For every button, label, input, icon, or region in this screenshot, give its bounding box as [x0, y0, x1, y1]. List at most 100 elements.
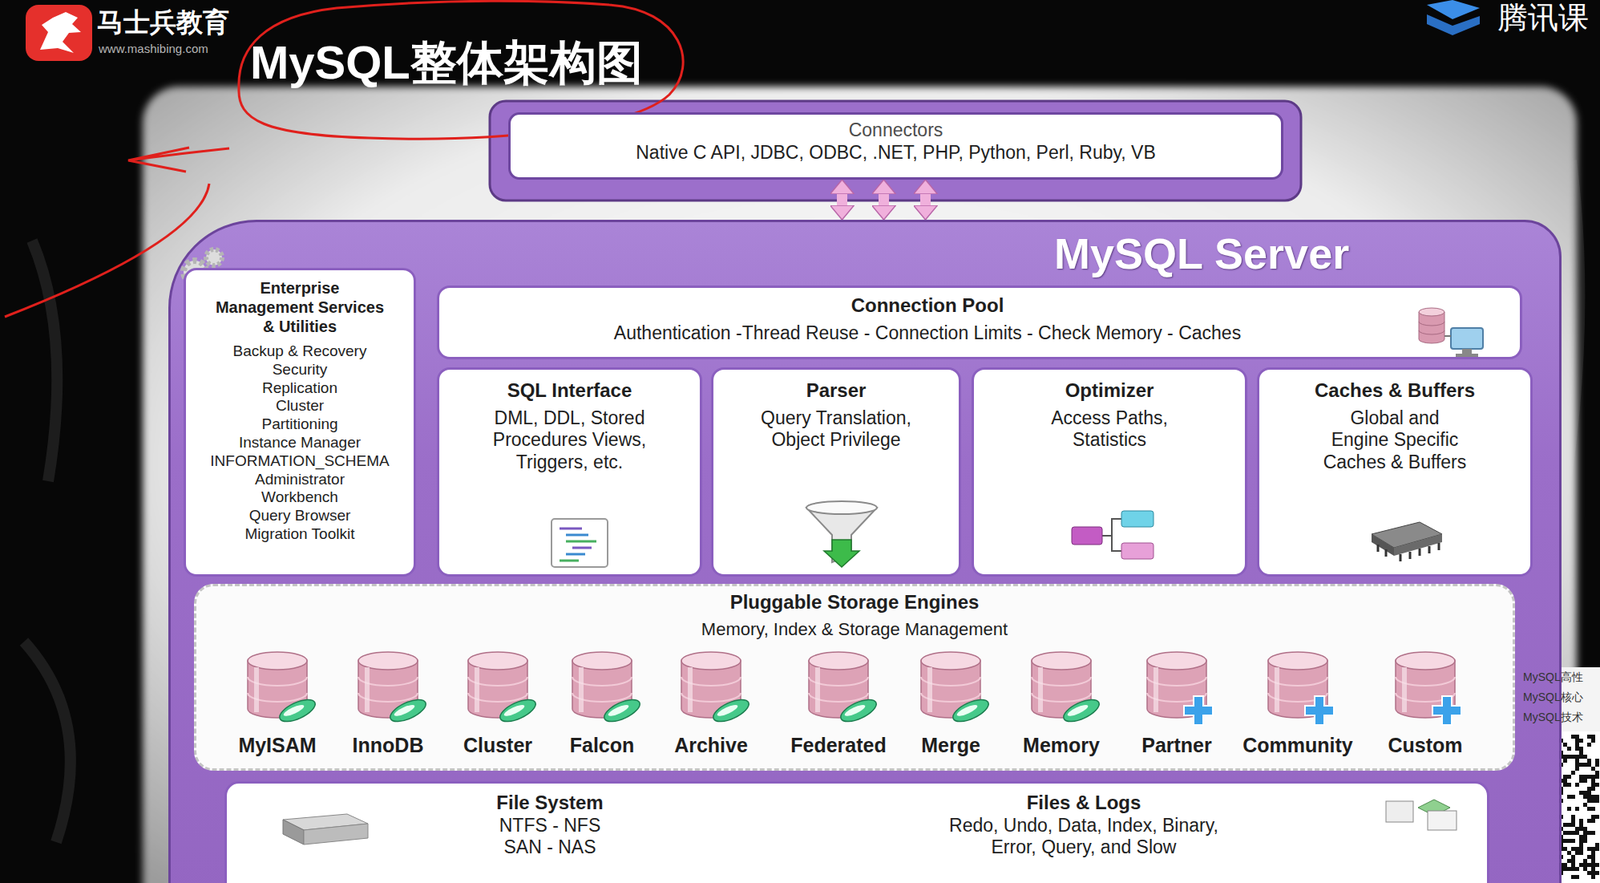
module-box: OptimizerAccess Paths, Statistics	[971, 367, 1248, 577]
qr-module	[1587, 830, 1592, 835]
decor-path	[1418, 311, 1445, 344]
decor-path	[808, 660, 869, 718]
box-heading: Caches & Buffers	[1314, 379, 1475, 403]
decor-path	[358, 676, 418, 702]
qr-module	[1571, 734, 1576, 739]
engine-cylinder: Federated	[778, 646, 899, 760]
qr-module	[1591, 854, 1596, 859]
red-arrow	[128, 147, 230, 172]
module-box: SQL InterfaceDML, DDL, Stored Procedures…	[436, 367, 703, 577]
decor-rect	[927, 666, 933, 712]
qr-module	[1575, 806, 1580, 811]
qr-module	[1591, 814, 1596, 819]
decor-g	[949, 694, 992, 726]
box-icon	[226, 783, 1487, 883]
box-text: Error, Query, and Slow	[991, 836, 1177, 859]
decor-path	[282, 819, 304, 845]
decor-path	[565, 553, 586, 556]
box-text: INFORMATION_SCHEMA	[210, 452, 389, 471]
qr-module	[1563, 830, 1568, 835]
decor-path	[565, 533, 589, 537]
qr-module	[1587, 774, 1592, 779]
qr-module	[1591, 830, 1596, 835]
decor-path	[1395, 660, 1455, 718]
storage-engines-band: Pluggable Storage EnginesMemory, Index &…	[193, 583, 1516, 771]
decor-path	[1102, 518, 1122, 551]
box-heading: Cluster	[463, 732, 533, 757]
engine-cylinder: Cluster	[437, 646, 558, 760]
backdrop-panel	[142, 86, 1577, 883]
decor-path	[559, 527, 582, 530]
decor-path	[1444, 335, 1451, 337]
qr-module	[1587, 854, 1592, 859]
qr-module	[1575, 754, 1580, 759]
engine-cylinder: InnoDB	[327, 646, 449, 760]
platform-logo	[1426, 14, 1480, 36]
decor-ellipse	[949, 694, 992, 726]
qr-module	[1575, 762, 1580, 767]
engine-cylinder: Community	[1237, 646, 1358, 760]
decor-ellipse	[1268, 651, 1328, 670]
brand-url: www.mashibing.com	[98, 41, 209, 57]
qr-module	[1595, 846, 1600, 851]
qr-module	[1595, 782, 1600, 787]
decor-path	[1432, 695, 1462, 725]
qr-module	[1579, 834, 1584, 839]
qr-module	[1595, 794, 1600, 799]
decor-path	[1268, 660, 1328, 718]
qr-module	[1591, 850, 1596, 855]
decor-ellipse	[1418, 307, 1445, 316]
decor-ellipse	[715, 702, 740, 718]
box-heading: Parser	[806, 379, 867, 403]
qr-module	[1595, 862, 1600, 867]
decor-path	[1395, 676, 1455, 702]
connector-arrow	[920, 193, 931, 206]
decor-ellipse	[1147, 651, 1207, 670]
module-box: Caches & BuffersGlobal and Engine Specif…	[1256, 367, 1533, 577]
qr-module	[1591, 782, 1596, 787]
qr-module	[1575, 850, 1580, 855]
qr-module	[1595, 762, 1600, 767]
qr-module	[1571, 794, 1576, 799]
qr-module	[1591, 786, 1596, 791]
box-text: DML, DDL, Stored Procedures Views, Trigg…	[489, 407, 651, 474]
qr-module	[1575, 826, 1580, 831]
qr-module	[1579, 754, 1584, 759]
box-heading: Connection Pool	[851, 294, 1005, 318]
qr-module	[1583, 866, 1588, 871]
box-heading: MySQL Server	[1054, 231, 1350, 275]
qr-module	[1591, 778, 1596, 783]
qr-module	[1571, 858, 1576, 863]
qr-module	[1591, 862, 1596, 867]
qr-module	[1587, 806, 1592, 811]
decor-ellipse	[837, 694, 880, 726]
decor-path	[1031, 676, 1091, 702]
qr-module	[1587, 870, 1592, 875]
decor-ellipse	[606, 702, 631, 718]
box-text: Query Browser	[249, 506, 352, 526]
qr-module	[1575, 738, 1580, 743]
decor-rect	[1038, 666, 1043, 712]
engine-cylinder: MyISAM	[217, 646, 338, 760]
playlist-item: MySQL高性	[1523, 670, 1584, 684]
qr-module	[1583, 790, 1588, 795]
utilities-box: Enterprise Management Services & Utiliti…	[183, 267, 417, 577]
qr-module	[1571, 830, 1576, 835]
qr-module	[1591, 870, 1596, 875]
qr-module	[1567, 746, 1572, 751]
box-text: Instance Manager	[238, 433, 361, 453]
decor-ellipse	[921, 651, 981, 670]
decor-ellipse	[710, 694, 752, 726]
decor-g	[837, 694, 880, 726]
qr-module	[1579, 846, 1584, 851]
decor-path	[559, 559, 579, 562]
decor-ellipse	[1060, 694, 1103, 726]
qr-module	[1583, 774, 1588, 779]
decor-rect	[1385, 800, 1414, 822]
qr-module	[1579, 862, 1584, 867]
decor-rect	[687, 666, 693, 712]
qr-module	[1595, 758, 1600, 763]
decor-path	[921, 676, 981, 702]
engine-cylinder: Custom	[1365, 646, 1486, 760]
